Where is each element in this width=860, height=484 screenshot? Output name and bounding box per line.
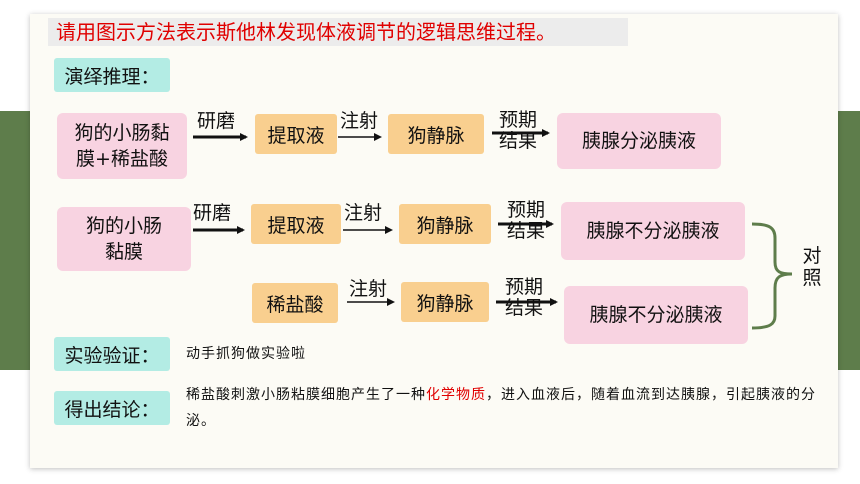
conclusion-highlight: 化学物质 xyxy=(426,387,486,403)
row2-arrow3-label: 预期 结果 xyxy=(496,200,556,242)
contrast-label-line2: 照 xyxy=(802,267,822,289)
row2-arrow3-line1: 预期 xyxy=(506,199,545,221)
conclusion-text: 稀盐酸刺激小肠粘膜细胞产生了一种化学物质，进入血液后，随着血流到达胰腺，引起胰液… xyxy=(186,382,816,434)
row2-arrow2-label: 注射 xyxy=(344,202,383,224)
title-bar xyxy=(48,18,628,46)
row3-arrow3-line1: 预期 xyxy=(504,276,543,298)
row1-arrow3-line2: 结果 xyxy=(498,130,537,152)
contrast-label: 对 照 xyxy=(801,245,823,289)
row1-arrow3-label: 预期 结果 xyxy=(488,110,548,152)
row2-start-line2: 黏膜 xyxy=(104,241,143,263)
row2-arrow1-label: 研磨 xyxy=(193,202,232,224)
contrast-bracket xyxy=(751,222,793,330)
row1-arrow1-label: 研磨 xyxy=(197,110,236,132)
row1-step2-box: 狗静脉 xyxy=(388,114,484,154)
row3-step2-box: 狗静脉 xyxy=(401,282,489,322)
tag-verification: 实验验证： xyxy=(54,337,170,371)
row1-start-line1: 狗的小肠黏 xyxy=(74,122,170,144)
contrast-label-line1: 对 xyxy=(802,245,822,267)
row1-arrow3-line1: 预期 xyxy=(498,109,537,131)
tag-deduction: 演绎推理： xyxy=(54,58,170,92)
row1-result-box: 胰腺分泌胰液 xyxy=(557,113,721,169)
conclusion-before: 稀盐酸刺激小肠粘膜细胞产生了一种 xyxy=(186,387,426,403)
row3-start-box: 稀盐酸 xyxy=(252,283,338,323)
page-title: 请用图示方法表示斯他林发现体液调节的逻辑思维过程。 xyxy=(56,20,556,44)
row2-arrow3-line2: 结果 xyxy=(506,220,545,242)
row1-start-box: 狗的小肠黏 膜+稀盐酸 xyxy=(57,113,187,179)
conclusion-after: ，进入血液后，随着血流到达胰腺，引起胰液的分泌。 xyxy=(186,387,816,429)
verification-text: 动手抓狗做实验啦 xyxy=(186,346,306,362)
row3-arrow2-label: 注射 xyxy=(349,278,388,300)
row1-start-line2: 膜+稀盐酸 xyxy=(76,148,168,170)
row2-step2-box: 狗静脉 xyxy=(399,204,491,244)
row2-start-box: 狗的小肠 黏膜 xyxy=(57,207,191,271)
row2-result-box: 胰腺不分泌胰液 xyxy=(561,202,745,260)
row2-start-line1: 狗的小肠 xyxy=(85,215,162,237)
tag-conclusion: 得出结论： xyxy=(54,391,170,425)
row1-arrow2-label: 注射 xyxy=(340,110,379,132)
row1-step1-box: 提取液 xyxy=(255,114,337,154)
row3-result-box: 胰腺不分泌胰液 xyxy=(564,286,748,344)
row2-step1-box: 提取液 xyxy=(251,204,341,244)
